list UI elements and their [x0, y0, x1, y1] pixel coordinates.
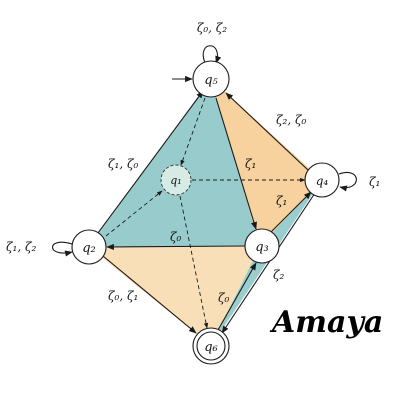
edge-q5-q3	[215, 97, 257, 230]
edge-q1-q6	[179, 195, 209, 329]
label-q3-q4: ζ₁	[276, 194, 287, 208]
label-q2-q6: ζ₀, ζ₁	[108, 289, 138, 303]
label-q3-q2: ζ₀	[170, 230, 182, 244]
state-q3-label: q₃	[255, 240, 269, 255]
label-q4-q5: ζ₂, ζ₀	[276, 113, 306, 127]
loop-q5	[202, 45, 222, 64]
state-q1-label: q₁	[170, 174, 181, 187]
state-q1-node	[160, 164, 192, 196]
label-q2-loop: ζ₁, ζ₂	[6, 240, 36, 254]
label-q5-q3: ζ₁	[245, 157, 256, 171]
face-front-teal	[89, 79, 260, 247]
loop-q4	[338, 171, 357, 192]
edge-q3-q4	[269, 191, 312, 234]
edge-q2-q1	[105, 190, 163, 237]
edge-q4-q6	[221, 192, 316, 334]
label-q5-loop: ζ₀, ζ₂	[197, 21, 227, 35]
state-q2-label: q₂	[82, 241, 96, 256]
label-q2-q5: ζ₁, ζ₀	[108, 157, 138, 171]
state-q2-node	[71, 229, 107, 265]
edge-q4-q5	[225, 92, 309, 171]
state-q4-node	[304, 162, 340, 198]
face-right-orange	[211, 79, 322, 246]
state-q4-label: q₄	[316, 174, 329, 188]
label-q6-q3: ζ₀	[218, 291, 230, 305]
face-lower-right-teal	[211, 180, 322, 346]
state-q5-node	[192, 60, 230, 98]
edge-q5-q1	[180, 97, 206, 166]
state-q3-node	[244, 228, 280, 264]
edge-q6-q3	[217, 262, 257, 331]
loop-q2	[52, 241, 73, 257]
state-q5-label: q₅	[204, 73, 218, 88]
face-bottom-peach	[89, 246, 260, 346]
edge-q2-q6	[102, 255, 197, 334]
state-q6-node-inner	[196, 331, 226, 361]
edge-q2-q5	[97, 90, 204, 234]
brand-signature: Amaya	[269, 305, 383, 340]
state-q6-label: q₆	[204, 340, 218, 355]
label-q3-q4-lower: ζ₂	[273, 268, 285, 282]
edge-q3-q2	[106, 243, 247, 251]
label-q4-loop: ζ₁	[369, 175, 380, 189]
